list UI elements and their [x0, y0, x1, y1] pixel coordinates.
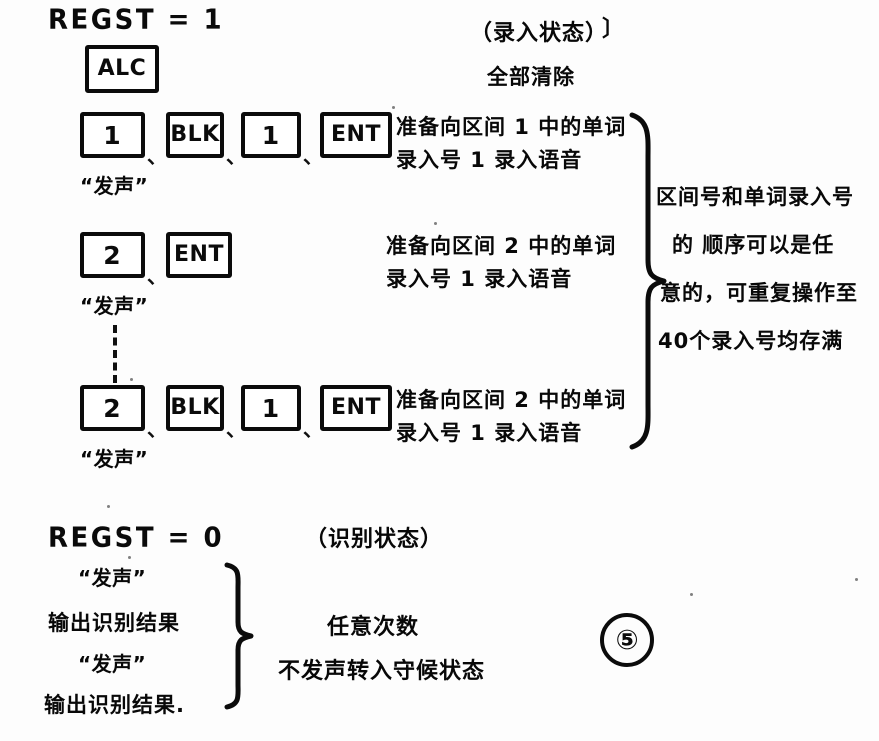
row3-separator-1: 、 — [147, 417, 167, 441]
recognize-note-line2: 不发声转入守候状态 — [278, 659, 486, 684]
row2-sound-label: “发声” — [80, 294, 149, 318]
recognize-step-4: 输出识别结果. — [44, 693, 185, 717]
regst-recognize-label: REGST = 0 — [48, 522, 225, 554]
row1-separator-3: 、 — [303, 144, 323, 168]
clear-all-label: 全部清除 — [487, 65, 575, 89]
row3-description-line2: 录入号 1 录入语音 — [396, 421, 583, 445]
summary-line-4: 40个录入号均存满 — [658, 329, 844, 353]
summary-line-3: 意的，可重复操作至 — [660, 281, 858, 305]
recognize-step-2: 输出识别结果 — [48, 611, 180, 635]
row1-sound-label: “发声” — [80, 174, 149, 198]
row1-description-line2: 录入号 1 录入语音 — [396, 148, 583, 172]
row3-key-ent[interactable]: ENT — [320, 385, 392, 431]
summary-line-1: 区间号和单词录入号 — [656, 185, 854, 209]
record-state-name-tail: 〕 — [602, 17, 626, 42]
key-alc[interactable]: ALC — [85, 45, 159, 93]
row3-description-line1: 准备向区间 2 中的单词 — [396, 388, 627, 412]
sequence-continuation-dashes — [113, 325, 117, 383]
recognize-step-3: “发声” — [78, 652, 147, 676]
scan-speck — [690, 593, 693, 596]
scan-speck — [392, 106, 395, 109]
row3-key-1[interactable]: 2 — [80, 385, 145, 431]
figure-number-badge: ⑤ — [600, 613, 654, 667]
scan-speck — [128, 556, 131, 559]
scan-speck — [855, 578, 858, 581]
scan-speck — [130, 378, 133, 381]
row3-sound-label: “发声” — [80, 447, 149, 471]
row3-key-blk[interactable]: BLK — [166, 385, 224, 431]
row2-key-1[interactable]: 2 — [80, 232, 145, 278]
row1-key-ent[interactable]: ENT — [320, 112, 392, 158]
record-state-name: （录入状态） — [470, 21, 609, 46]
regst-record-label: REGST = 1 — [48, 4, 225, 36]
recognize-state-name: （识别状态） — [305, 527, 444, 552]
row2-description-line2: 录入号 1 录入语音 — [386, 267, 573, 291]
row1-key-blk[interactable]: BLK — [166, 112, 224, 158]
scan-speck — [434, 222, 437, 225]
scan-speck — [107, 505, 110, 508]
record-summary-brace — [628, 112, 672, 450]
row2-key-ent[interactable]: ENT — [166, 232, 232, 278]
recognize-note-line1: 任意次数 — [327, 615, 420, 640]
row1-key-1[interactable]: 1 — [80, 112, 145, 158]
summary-line-2: 的 顺序可以是任 — [672, 233, 835, 257]
row2-separator-1: 、 — [147, 264, 167, 288]
row3-key-2[interactable]: 1 — [241, 385, 301, 431]
recognize-note-brace — [222, 562, 258, 710]
row1-key-2[interactable]: 1 — [241, 112, 301, 158]
row3-separator-3: 、 — [303, 417, 323, 441]
recognize-step-1: “发声” — [78, 566, 147, 590]
row1-separator-1: 、 — [147, 144, 167, 168]
row1-description-line1: 准备向区间 1 中的单词 — [396, 115, 627, 139]
row2-description-line1: 准备向区间 2 中的单词 — [386, 234, 617, 258]
